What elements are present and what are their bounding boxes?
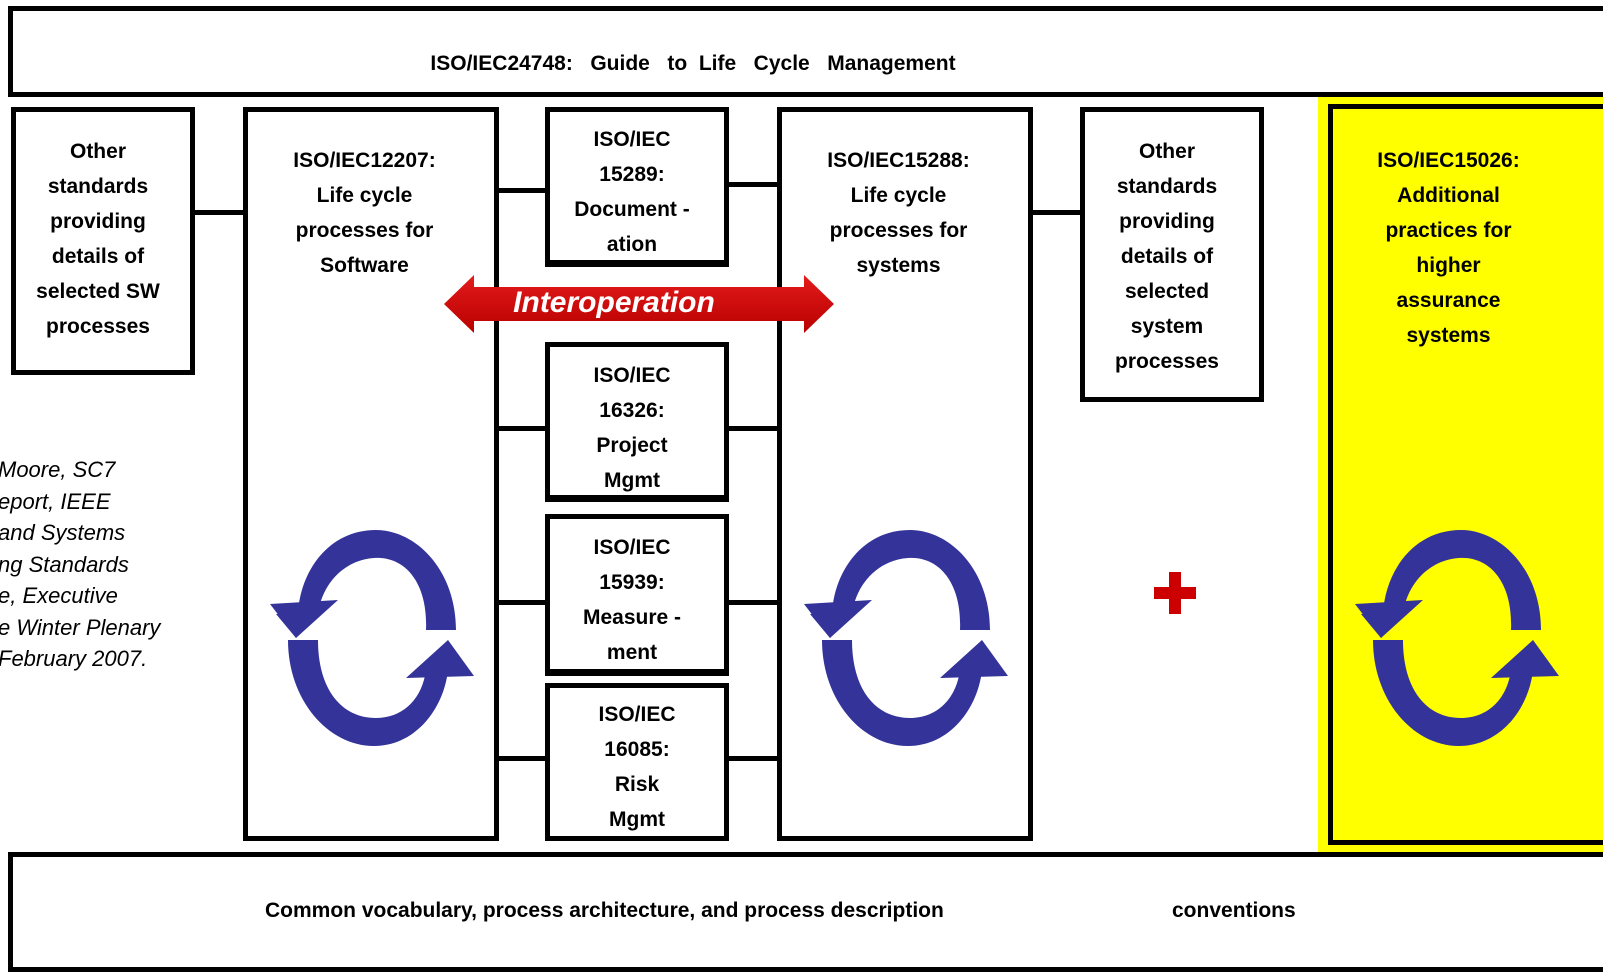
bottom-banner-left-text: Common vocabulary, process architecture,…	[265, 899, 944, 922]
assurance-standard-label: ISO/IEC15026: Additional practices for h…	[1377, 149, 1520, 347]
proj-standard-label: ISO/IEC 16326: Project Mgmt	[593, 364, 671, 492]
sw-standard-box: ISO/IEC12207: Life cycle processes for S…	[243, 107, 499, 841]
assurance-cycle-icon	[1351, 510, 1563, 758]
connector-doc-right	[727, 182, 779, 187]
risk-standard-label: ISO/IEC 16085: Risk Mgmt	[598, 703, 676, 831]
top-banner: ISO/IEC24748: Guide to Life Cycle Manage…	[8, 6, 1603, 97]
sys-standard-box: ISO/IEC15288: Life cycle processes for s…	[777, 107, 1033, 841]
interoperation-arrow: Interoperation	[444, 275, 834, 333]
doc-standard-label: ISO/IEC 15289: Document - ation	[574, 128, 690, 256]
bottom-banner: Common vocabulary, process architecture,…	[8, 852, 1603, 972]
sys-standard-label: ISO/IEC15288: Life cycle processes for s…	[827, 149, 970, 277]
plus-icon: +	[1150, 568, 1200, 618]
meas-standard-box: ISO/IEC 15939: Measure - ment	[545, 514, 729, 676]
connector-right	[1029, 210, 1083, 215]
connector-doc-left	[496, 188, 548, 193]
sw-standard-label: ISO/IEC12207: Life cycle processes for S…	[293, 149, 436, 277]
connector-meas-right	[727, 600, 779, 605]
other-standards-system-box: Other standards providing details of sel…	[1080, 107, 1264, 402]
sys-lifecycle-cycle-icon	[800, 510, 1012, 758]
sw-lifecycle-cycle-icon	[266, 510, 478, 758]
other-standards-sw-box: Other standards providing details of sel…	[11, 107, 195, 375]
connector-risk-right	[727, 756, 779, 761]
other-standards-sw-label: Other standards providing details of sel…	[36, 140, 160, 338]
top-banner-title: ISO/IEC24748: Guide to Life Cycle Manage…	[430, 52, 956, 75]
other-standards-system-label: Other standards providing details of sel…	[1115, 140, 1219, 373]
connector-proj-left	[496, 426, 548, 431]
connector-risk-left	[496, 756, 548, 761]
proj-standard-box: ISO/IEC 16326: Project Mgmt	[545, 342, 729, 502]
connector-left	[192, 210, 248, 215]
connector-meas-left	[496, 600, 548, 605]
connector-proj-right	[727, 426, 779, 431]
meas-standard-label: ISO/IEC 15939: Measure - ment	[582, 536, 682, 664]
doc-standard-box: ISO/IEC 15289: Document - ation	[545, 107, 729, 267]
interoperation-label: Interoperation	[513, 286, 715, 319]
risk-standard-box: ISO/IEC 16085: Risk Mgmt	[545, 683, 729, 841]
citation-note: Moore, SC7 eport, IEEE and Systems ng St…	[0, 457, 161, 671]
bottom-banner-right-text: conventions	[1172, 899, 1296, 922]
